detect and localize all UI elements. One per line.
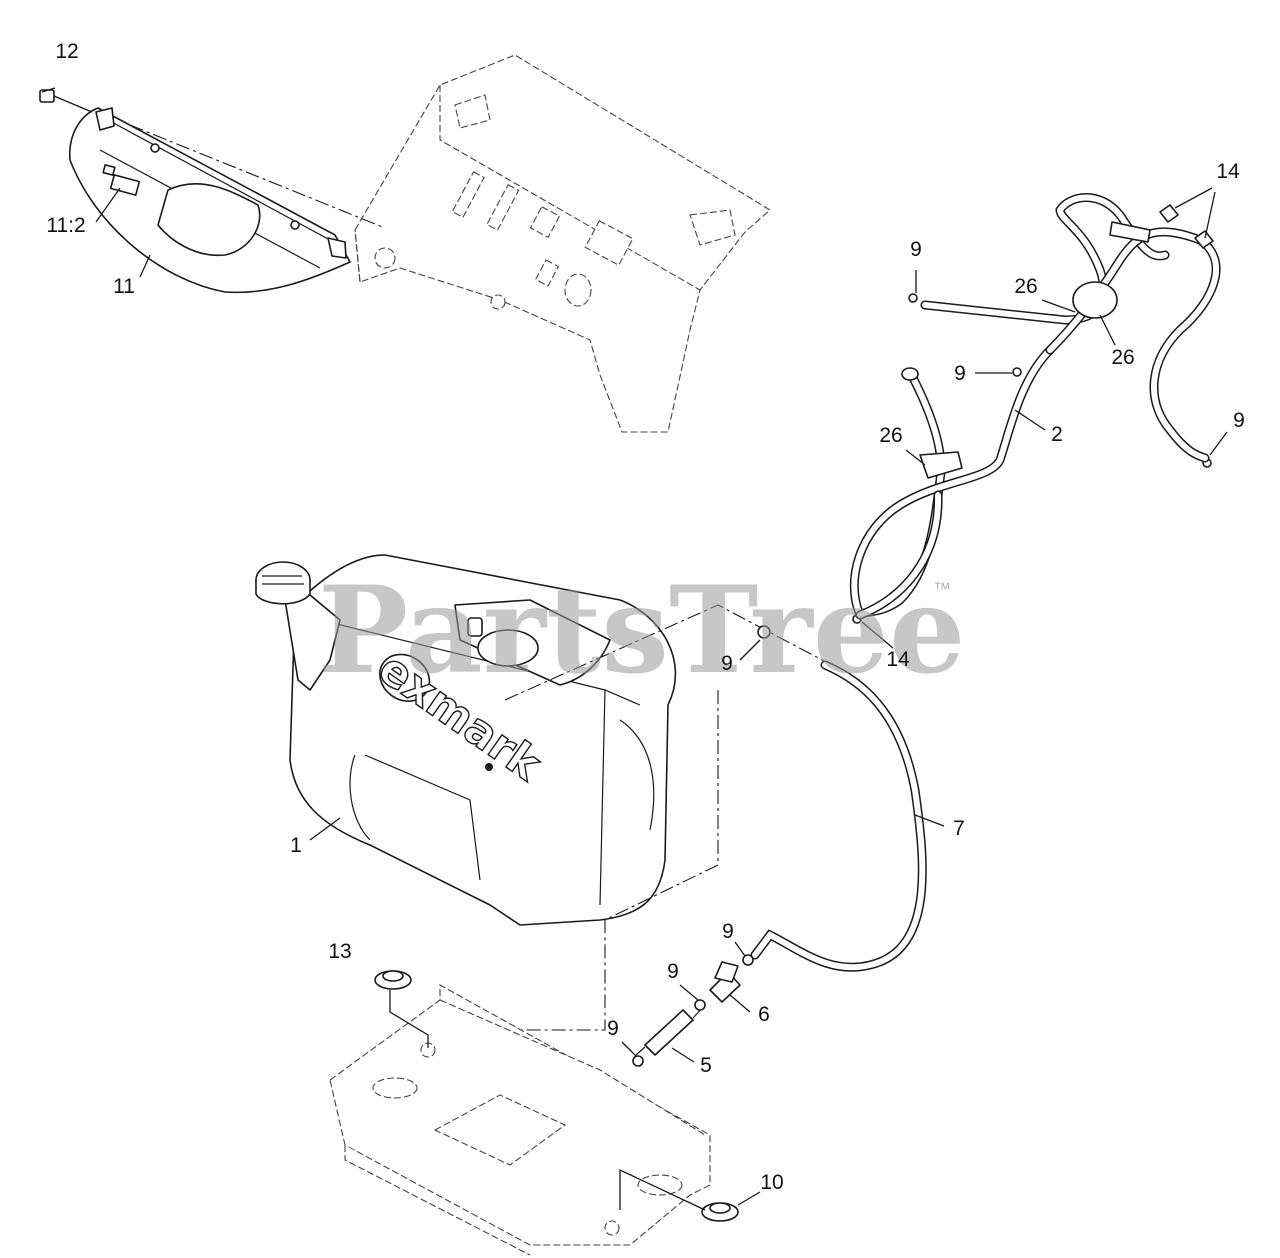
part-2-vent-hose-assembly: [849, 193, 1221, 620]
callout-label: 9: [910, 238, 922, 261]
callout-label: 1: [290, 834, 302, 857]
hose-clamps: [632, 293, 1212, 1067]
part-7-fuel-line: [750, 660, 927, 972]
rear-frame-panel: [354, 54, 771, 433]
part-1-fuel-tank: exmark: [255, 554, 677, 926]
part-11-cover: [69, 107, 351, 294]
callout-label: 7: [953, 817, 965, 840]
callout-label: 9: [607, 1017, 619, 1040]
callout-label: 9: [667, 960, 679, 983]
callout-label: 14: [1216, 160, 1240, 183]
callout-label: 9: [721, 652, 733, 675]
callout-label: 13: [328, 940, 351, 963]
callout-label: 9: [954, 362, 966, 385]
watermark-text: PartsTree: [318, 560, 965, 701]
bottom-mount-plate: [329, 984, 711, 1256]
callout-label: 9: [722, 920, 734, 943]
part-6-shutoff-valve: [709, 961, 741, 1003]
tank-align-line-bottom: [520, 690, 719, 1031]
callout-labels: 12 11:2 11 14 9 26 26 9 2 9 26 9 14 1 7 9 13 9 6 9 5 10: [46, 40, 1245, 1194]
callout-label: 6: [758, 1003, 770, 1026]
callout-label: 9: [1233, 409, 1245, 432]
watermark-trademark: ™: [933, 579, 951, 599]
part-10-grommet: [619, 1168, 739, 1222]
part-11-mount-line: [129, 124, 386, 229]
callout-label: 11:2: [46, 214, 85, 237]
part-5-fuel-filter: [635, 1004, 706, 1056]
part-13-grommet: [374, 970, 429, 1048]
callout-label: 26: [1014, 275, 1037, 298]
part-12-bolt: [39, 89, 93, 113]
callout-label: 26: [879, 424, 902, 447]
tank-align-line-top: [504, 604, 861, 701]
callout-label: 26: [1111, 346, 1134, 369]
callout-label: 11: [113, 275, 135, 298]
callout-label: 5: [700, 1054, 712, 1077]
callout-label: 12: [55, 40, 78, 63]
leader-lines: [41, 87, 1228, 1206]
callout-label: 10: [760, 1171, 783, 1194]
callout-label: 14: [886, 648, 910, 671]
callout-label: 2: [1051, 423, 1063, 446]
